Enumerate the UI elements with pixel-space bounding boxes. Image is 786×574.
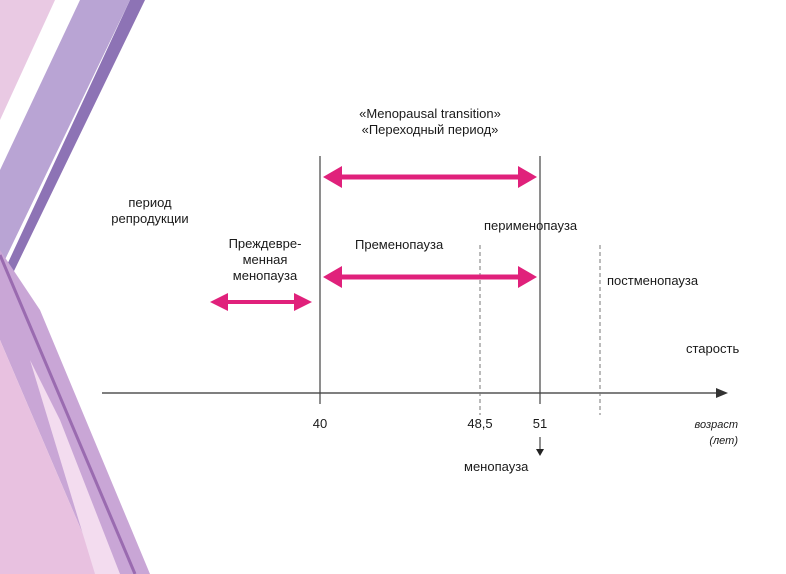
axis-unit-line2: (лет) <box>709 435 738 447</box>
tick-48-5: 48,5 <box>467 416 493 431</box>
label-menopause: менопауза <box>464 459 529 474</box>
menopause-down-arrow <box>536 437 544 456</box>
label-postmenopause: постменопауза <box>607 273 699 288</box>
premenopause-arrow <box>323 266 537 288</box>
label-perimenopause: перименопауза <box>484 218 578 233</box>
axis-unit: возраст (лет) <box>668 417 738 449</box>
axis-unit-line1: возраст <box>694 419 738 431</box>
tick-51: 51 <box>532 416 548 431</box>
title-english: «Menopausal transition» <box>359 106 501 121</box>
label-reproduction: период репродукции <box>95 195 205 227</box>
tick-40: 40 <box>312 416 328 431</box>
title-block: «Menopausal transition» «Переходный пери… <box>340 106 520 138</box>
label-premature-line1: Преждевре- <box>228 236 302 251</box>
label-reproduction-line2: репродукции <box>111 211 189 226</box>
transition-arrow <box>323 166 537 188</box>
label-reproduction-line1: период <box>128 195 172 210</box>
label-old-age: старость <box>686 341 740 356</box>
label-premature-menopause: Преждевре- менная менопауза <box>212 236 318 284</box>
label-premature-line3: менопауза <box>232 268 298 283</box>
premature-menopause-arrow <box>210 293 312 311</box>
label-premature-line2: менная <box>242 252 288 267</box>
axis-arrowhead <box>716 388 728 398</box>
title-russian: «Переходный период» <box>361 122 499 137</box>
label-premenopause: Пременопауза <box>355 237 444 252</box>
